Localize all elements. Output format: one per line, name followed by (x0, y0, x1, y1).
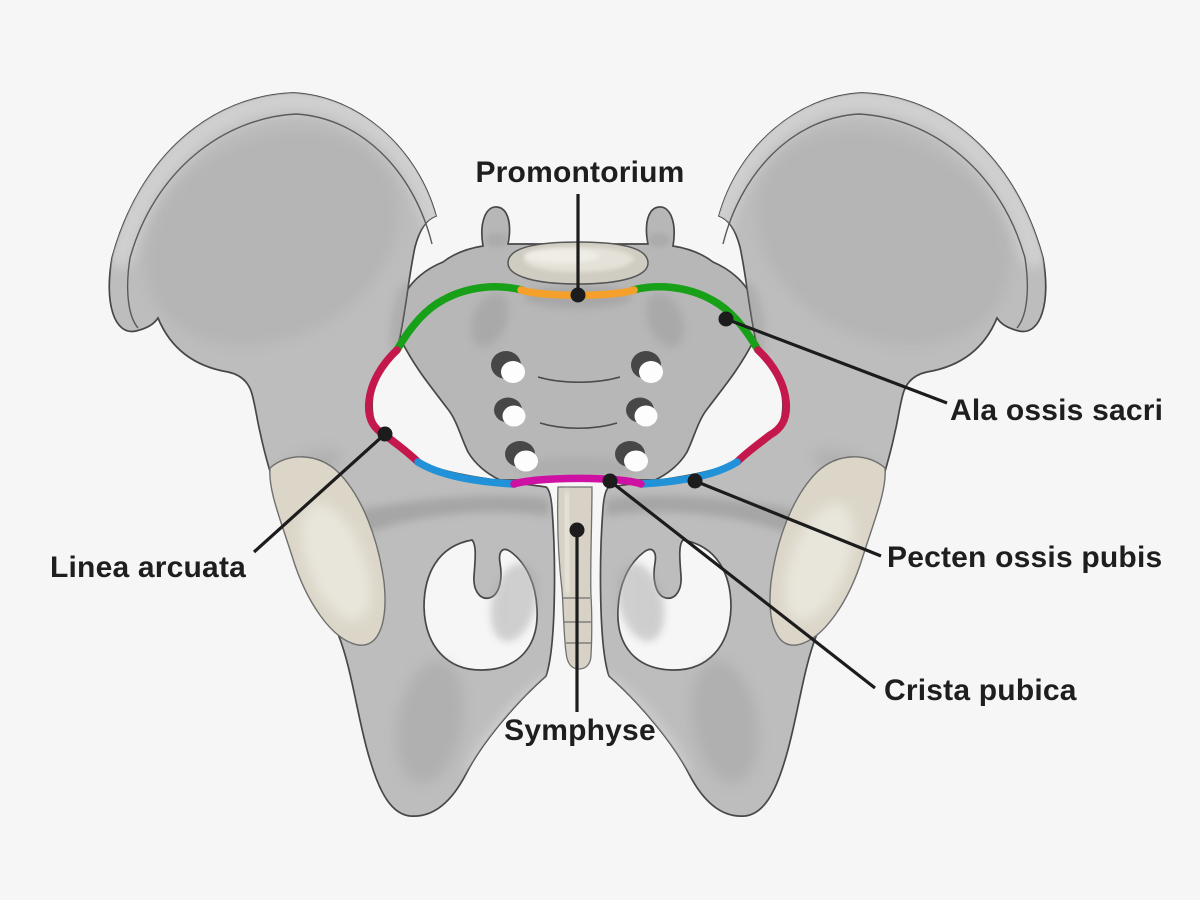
symphyse-dot (569, 522, 585, 538)
leader-lines (252, 194, 948, 712)
ala-ossis-sacri-segment (393, 283, 762, 354)
tubercle-shade-right (648, 233, 670, 247)
promontorium-dot (570, 287, 586, 303)
pecten-ossis-pubis-segment (414, 458, 741, 488)
label-ala-ossis-sacri: Ala ossis sacri (950, 394, 1164, 427)
label-symphyse: Symphyse (504, 714, 656, 747)
sacrum-lower-shadow (516, 457, 640, 479)
coccyx-highlight (561, 490, 573, 595)
sacral-transverse-line-1 (537, 376, 621, 383)
pecten-ossis-pubis-dot (687, 473, 703, 489)
sacrum-smudge-right (646, 293, 684, 347)
label-crista-pubica: Crista pubica (884, 674, 1077, 707)
crista-pubica-segment (510, 474, 645, 488)
sacrum-smudge-left (471, 293, 509, 347)
leader-dots (377, 287, 734, 538)
sacrum-shading (471, 233, 684, 479)
linea-arcuata-leader-line (252, 432, 387, 554)
linea-arcuata-dot (377, 426, 393, 442)
linea-arcuata-segment (364, 346, 791, 466)
label-linea-arcuata: Linea arcuata (50, 551, 247, 584)
label-pecten-ossis-pubis: Pecten ossis pubis (887, 541, 1163, 574)
pelvic-inlet-ring (364, 283, 791, 488)
sacral-foramina (491, 351, 663, 472)
label-promontorium: Promontorium (475, 156, 685, 189)
sacral-transverse-line-2 (539, 422, 618, 429)
pecten-ossis-pubis-leader-line (694, 479, 882, 558)
sacrum-group (397, 206, 758, 481)
crista-pubica-dot (602, 473, 618, 489)
crista-pubica-leader-line (609, 479, 876, 690)
tubercle-shade-left (486, 233, 508, 247)
symphysis-coccyx (556, 486, 593, 670)
ala-ossis-sacri-dot (718, 311, 734, 327)
ala-ossis-sacri-leader-line (725, 317, 948, 405)
